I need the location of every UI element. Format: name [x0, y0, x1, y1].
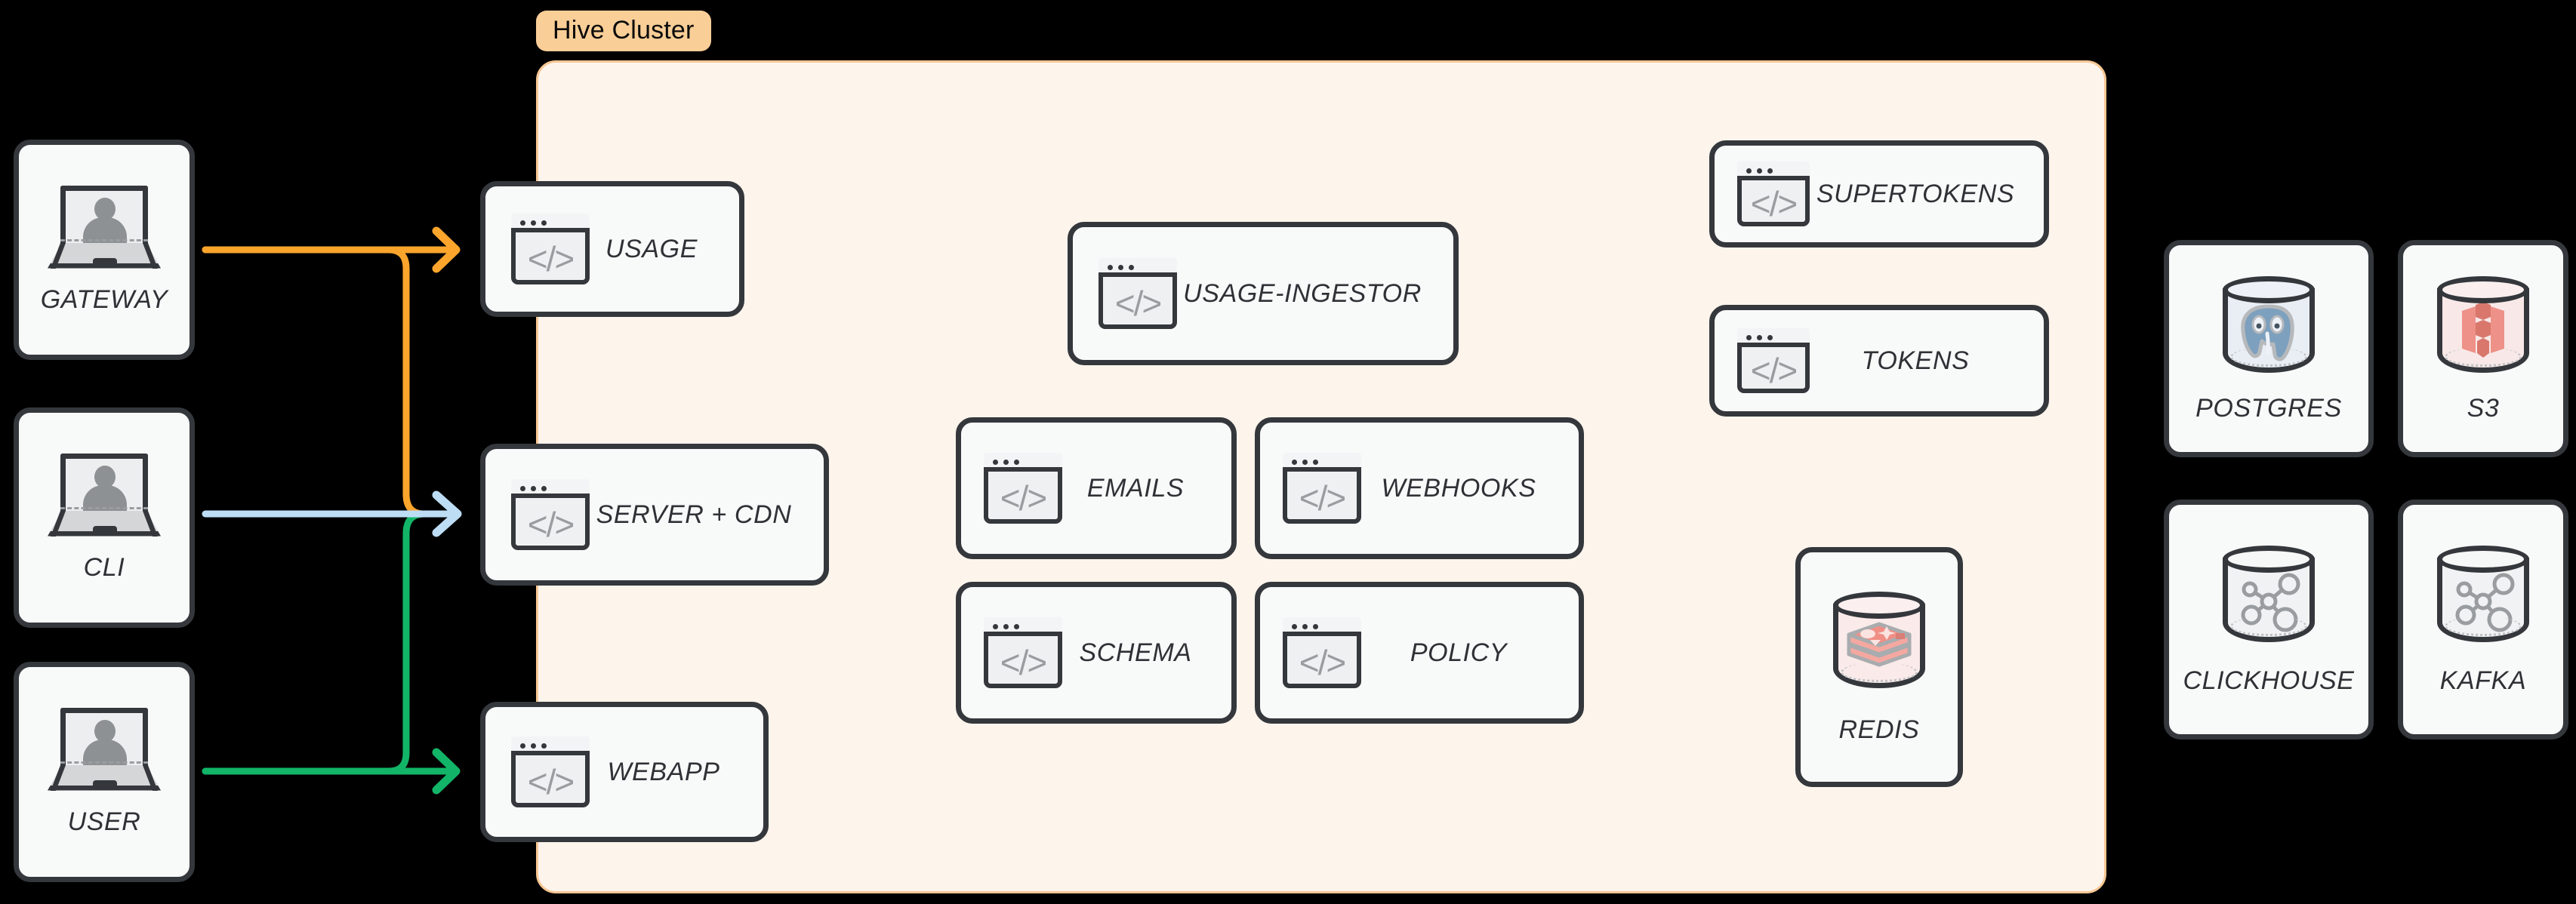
store-label: CLICKHOUSE	[2183, 666, 2355, 695]
service-label: USAGE-INGESTOR	[1183, 278, 1422, 308]
code-window-icon: </>	[1283, 453, 1361, 524]
store-label: KAFKA	[2439, 666, 2527, 695]
code-window-icon: </>	[511, 479, 590, 550]
code-window-icon: </>	[1283, 617, 1361, 688]
service-label: USAGE	[605, 234, 698, 263]
code-window-icon: </>	[1737, 328, 1810, 393]
service-label: SCHEMA	[1079, 638, 1192, 667]
service-card-policy[interactable]: </> POLICY	[1255, 582, 1584, 724]
code-window-icon: </>	[1098, 258, 1177, 329]
service-label: SERVER + CDN	[596, 500, 792, 529]
s3-cylinder-icon	[2434, 275, 2532, 380]
store-label: S3	[2467, 393, 2500, 423]
service-label: WEBHOOKS	[1381, 473, 1536, 503]
store-card-clickhouse[interactable]: CLICKHOUSE	[2164, 500, 2374, 739]
service-card-supertokens[interactable]: </> SUPERTOKENS	[1709, 140, 2049, 248]
code-window-icon: </>	[984, 617, 1062, 688]
client-card-cli[interactable]: CLI	[14, 407, 195, 628]
store-label: POSTGRES	[2195, 393, 2342, 423]
wire-user	[202, 510, 461, 795]
code-window-icon: </>	[511, 214, 590, 284]
service-card-webapp[interactable]: </> WEBAPP	[480, 702, 769, 842]
client-label: USER	[67, 807, 141, 836]
store-label: REDIS	[1838, 715, 1920, 744]
laptop-user-icon	[48, 185, 161, 269]
store-card-redis[interactable]: REDIS	[1795, 547, 1963, 787]
laptop-user-icon	[48, 453, 161, 537]
laptop-user-icon	[48, 707, 161, 791]
generic-db-cylinder-icon	[2434, 544, 2532, 650]
cluster-title-badge: Hive Cluster	[536, 11, 711, 51]
wire-cli	[202, 490, 462, 537]
client-label: CLI	[83, 552, 125, 582]
code-window-icon: </>	[1737, 161, 1810, 226]
client-label: GATEWAY	[40, 284, 168, 314]
service-card-webhooks[interactable]: </> WEBHOOKS	[1255, 417, 1584, 559]
redis-cylinder-icon	[1830, 590, 1928, 696]
service-label: WEBAPP	[607, 757, 720, 786]
store-card-s3[interactable]: S3	[2398, 240, 2568, 457]
code-window-icon: </>	[511, 736, 590, 807]
service-label: SUPERTOKENS	[1816, 179, 2015, 208]
service-card-usage[interactable]: </> USAGE	[480, 181, 744, 317]
client-card-user[interactable]: USER	[14, 662, 195, 882]
postgres-cylinder-icon	[2220, 275, 2318, 380]
client-card-gateway[interactable]: GATEWAY	[14, 140, 195, 360]
store-card-kafka[interactable]: KAFKA	[2398, 500, 2568, 739]
service-label: EMAILS	[1086, 473, 1185, 503]
generic-db-cylinder-icon	[2220, 544, 2318, 650]
service-card-server-cdn[interactable]: </> SERVER + CDN	[480, 444, 829, 586]
service-label: POLICY	[1410, 638, 1508, 667]
service-card-tokens[interactable]: </> TOKENS	[1709, 305, 2049, 417]
service-card-schema[interactable]: </> SCHEMA	[956, 582, 1237, 724]
code-window-icon: </>	[984, 453, 1062, 524]
service-label: TOKENS	[1861, 346, 1970, 375]
store-card-postgres[interactable]: POSTGRES	[2164, 240, 2374, 457]
service-card-emails[interactable]: </> EMAILS	[956, 417, 1237, 559]
wire-gateway	[202, 226, 461, 518]
service-card-usage-ingestor[interactable]: </> USAGE-INGESTOR	[1068, 222, 1459, 365]
